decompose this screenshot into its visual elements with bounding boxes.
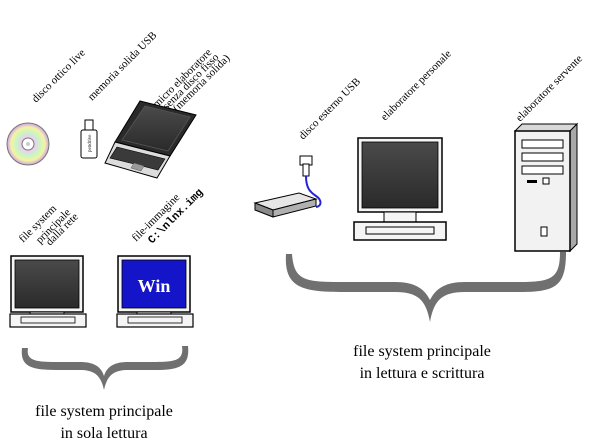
usb-flash-label: memoria solida USB: [86, 29, 160, 103]
netroot-label: file system principale dalla rete: [17, 202, 81, 248]
svg-text:in sola lettura: in sola lettura: [60, 425, 147, 442]
readwrite-brace: [285, 252, 566, 322]
svg-text:file system principale: file system principale: [35, 403, 173, 420]
readonly-brace: [21, 346, 189, 390]
usb-flash-icon: pendrive: [80, 119, 98, 159]
svg-text:in lettura e scrittura: in lettura e scrittura: [360, 365, 485, 382]
netbook-label: micro elaboratore senza disco fisso (mem…: [151, 46, 233, 114]
netbook-icon: [104, 100, 197, 179]
pc-label: elaboratore personale: [379, 48, 454, 123]
readwrite-caption: file system principale in lettura e scri…: [353, 343, 491, 382]
readonly-caption: file system principale in sola lettura: [35, 403, 173, 442]
win-screen-text: Win: [138, 276, 171, 296]
usb-disk-label: disco esterno USB: [297, 76, 363, 142]
cd-icon: [6, 122, 50, 166]
image-pc-icon: Win: [116, 255, 194, 328]
image-label: file-immagine C:\nlnx.img: [130, 187, 207, 247]
svg-text:pendrive: pendrive: [88, 134, 93, 152]
svg-text:file system principale: file system principale: [353, 343, 491, 360]
netroot-pc-icon: [9, 255, 87, 328]
server-label: elaboratore servente: [514, 53, 585, 124]
live-cd-label: disco ottico live: [30, 47, 88, 105]
pc-icon: [353, 137, 447, 241]
server-icon: [513, 122, 579, 253]
usb-disk-icon: [253, 155, 322, 218]
